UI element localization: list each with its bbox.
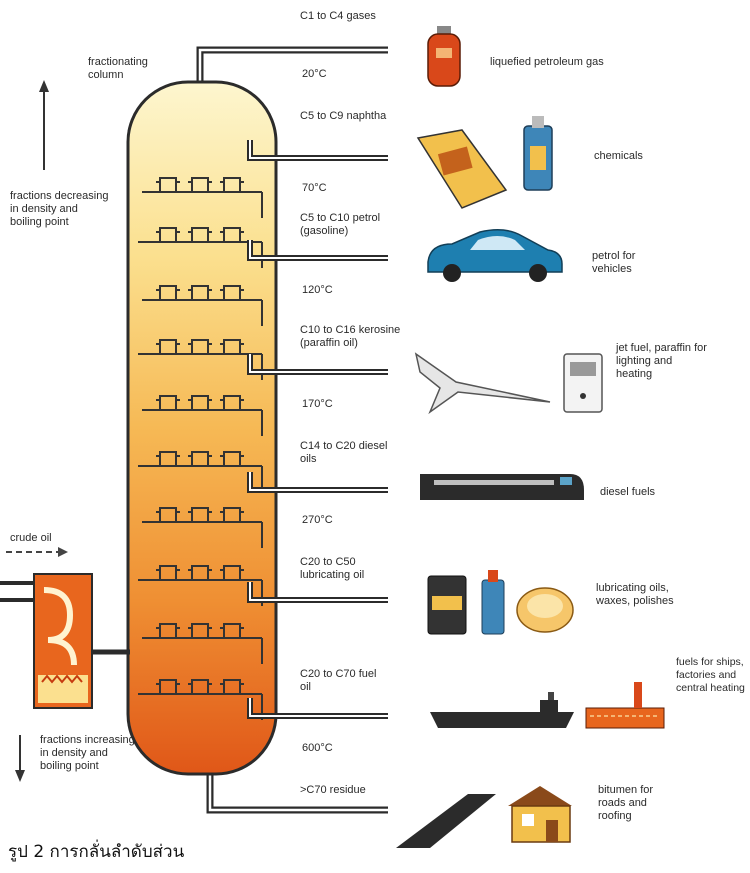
fraction-name-kerosine: C10 to C16 kerosine (paraffin oil) (300, 324, 401, 349)
bubble-cap-tray (138, 339, 263, 380)
column-label: fractionating column (88, 56, 148, 81)
chemicals-icon (416, 116, 553, 209)
bubble-cap-tray (142, 507, 263, 548)
bottom-note: fractions increasing in density and boil… (40, 734, 135, 772)
fraction-name-gases: C1 to C4 gases (300, 10, 376, 22)
road-icon (396, 794, 496, 848)
use-lpg: liquefied petroleum gas (490, 56, 604, 68)
bubble-cap-tray (142, 285, 263, 326)
outlet-pipes (247, 140, 388, 719)
outlet-pipe (247, 698, 388, 719)
use-lubricants: lubricating oils, waxes, polishes (596, 582, 674, 607)
car-icon (427, 229, 563, 282)
fraction-name-diesel: C14 to C20 diesel oils (300, 440, 388, 465)
use-fuel-oil: fuels for ships, factories and central h… (676, 656, 745, 694)
outlet-pipe (247, 140, 388, 161)
use-bitumen: bitumen for roads and roofing (598, 784, 654, 822)
use-diesel: diesel fuels (600, 486, 656, 498)
top-note: fractions decreasing in density and boil… (10, 190, 109, 228)
factory-icon (585, 682, 665, 729)
figure-caption: รูป 2 การกลั่นลำดับส่วน (8, 842, 185, 862)
temperature-label: 20°C (302, 68, 327, 80)
bubble-cap-tray (142, 395, 263, 436)
temperature-label: 270°C (302, 514, 333, 526)
outlet-pipe (247, 582, 388, 603)
crude-oil-label: crude oil (10, 532, 52, 544)
bubble-cap-tray (138, 227, 263, 268)
ship-icon (430, 692, 574, 728)
train-icon (420, 474, 584, 500)
outlet-pipe (247, 240, 388, 261)
fraction-name-petrol: C5 to C10 petrol (gasoline) (300, 212, 381, 237)
use-jet-fuel: jet fuel, paraffin for lighting and heat… (616, 342, 707, 380)
fraction-name-fuel-oil: C20 to C70 fuel oil (300, 668, 377, 693)
bubble-cap-tray (142, 177, 263, 218)
temperature-label: 600°C (302, 742, 333, 754)
bubble-cap-tray (138, 451, 263, 492)
use-petrol: petrol for vehicles (592, 250, 636, 275)
jet-plane-icon (414, 352, 551, 415)
bubble-cap-tray (142, 623, 263, 664)
use-chemicals: chemicals (594, 150, 643, 162)
fraction-name-naphtha: C5 to C9 naphtha (300, 110, 387, 122)
lubricants-icon (427, 570, 574, 635)
bubble-cap-tray (138, 679, 263, 720)
outlet-pipe (247, 354, 388, 375)
fraction-name-lubricating: C20 to C50 lubricating oil (300, 556, 365, 581)
fractionating-column (126, 80, 278, 776)
house-icon (508, 786, 572, 843)
outlet-pipe (247, 472, 388, 493)
gas-bottle-icon (427, 26, 461, 87)
fraction-name-residue: >C70 residue (300, 784, 366, 796)
temperature-label: 70°C (302, 182, 327, 194)
temperature-label: 170°C (302, 398, 333, 410)
temperature-label: 120°C (302, 284, 333, 296)
heater-icon (563, 353, 603, 413)
